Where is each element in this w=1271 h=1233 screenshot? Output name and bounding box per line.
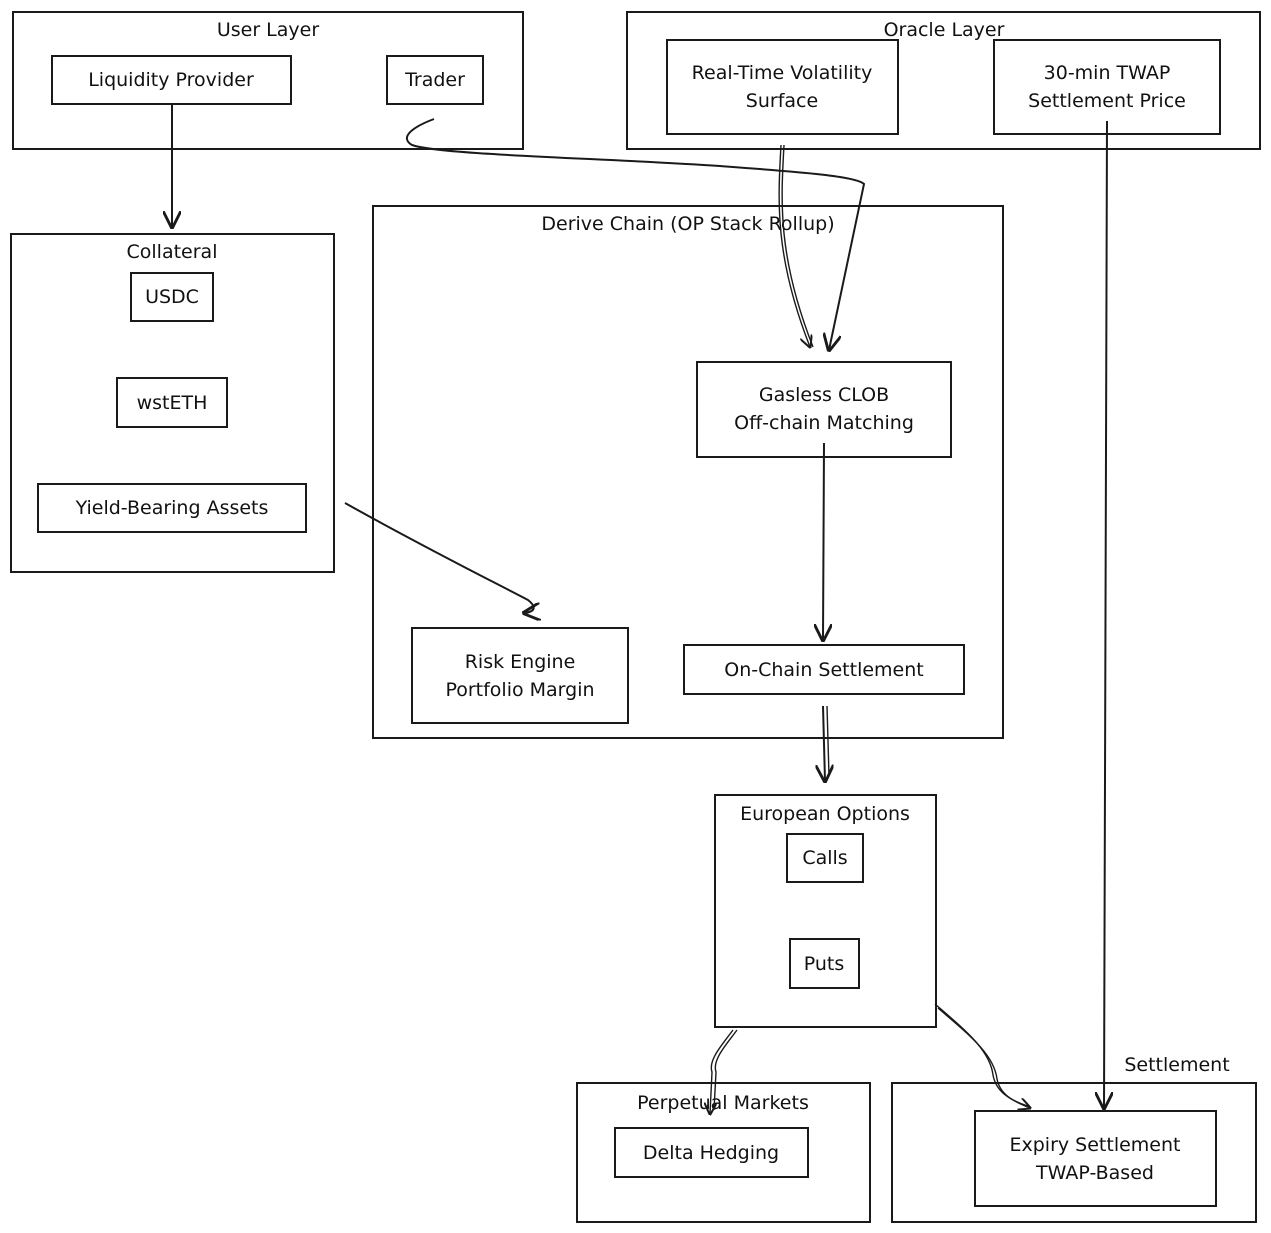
expiry-settlement-box bbox=[974, 1110, 1217, 1207]
edge-onchain-settlement-to-options-second-stroke bbox=[826, 705, 830, 777]
group-user-layer: User Layer bbox=[12, 11, 524, 150]
edge-trader-to-clob bbox=[406, 118, 866, 350]
liquidity-provider-label: Liquidity Provider bbox=[88, 69, 254, 91]
calls-box bbox=[786, 833, 864, 883]
node-yield-bearing-assets: Yield-Bearing Assets bbox=[37, 483, 307, 533]
twap-price-line2: Settlement Price bbox=[1028, 90, 1186, 112]
group-european-options: European Options bbox=[714, 794, 937, 1028]
onchain-settlement-box bbox=[683, 644, 965, 695]
edge-options-to-perpetual bbox=[710, 1029, 734, 1114]
oracle-layer-title: Oracle Layer bbox=[884, 19, 1005, 41]
calls-label: Calls bbox=[802, 847, 847, 869]
oracle-layer-frame bbox=[626, 11, 1261, 150]
node-liquidity-provider: Liquidity Provider bbox=[51, 55, 292, 105]
edge-onchain-settlement-to-options bbox=[823, 705, 825, 781]
node-volatility-surface: Real-Time Volatility Surface bbox=[666, 39, 899, 135]
user-layer-frame bbox=[12, 11, 524, 150]
collateral-frame bbox=[10, 233, 335, 573]
perpetual-markets-frame bbox=[576, 1082, 871, 1223]
node-twap-price: 30-min TWAP Settlement Price bbox=[993, 39, 1221, 135]
wsteth-label: wstETH bbox=[137, 392, 208, 414]
node-gasless-clob: Gasless CLOB Off-chain Matching bbox=[696, 361, 952, 458]
gasless-clob-line2: Off-chain Matching bbox=[734, 412, 914, 434]
node-wsteth: wstETH bbox=[116, 377, 228, 428]
settlement-frame bbox=[891, 1082, 1257, 1223]
collateral-title: Collateral bbox=[127, 241, 218, 263]
derive-chain-title: Derive Chain (OP Stack Rollup) bbox=[541, 213, 834, 235]
expiry-settlement-line1: Expiry Settlement bbox=[1010, 1134, 1181, 1156]
liquidity-provider-box bbox=[51, 55, 292, 105]
group-derive-chain: Derive Chain (OP Stack Rollup) bbox=[372, 205, 1004, 739]
risk-engine-box bbox=[411, 627, 629, 724]
gasless-clob-box bbox=[696, 361, 952, 458]
puts-box bbox=[789, 938, 860, 989]
edge-volatility-to-clob bbox=[778, 144, 810, 347]
edge-twap-to-expiry bbox=[1104, 120, 1107, 1108]
edge-options-to-settlement-second-stroke bbox=[937, 1007, 1029, 1107]
node-expiry-settlement: Expiry Settlement TWAP-Based bbox=[974, 1110, 1217, 1207]
node-calls: Calls bbox=[786, 833, 864, 883]
twap-price-box bbox=[993, 39, 1221, 135]
node-trader: Trader bbox=[386, 55, 484, 105]
group-collateral: Collateral bbox=[10, 233, 335, 573]
puts-label: Puts bbox=[804, 953, 845, 975]
group-perpetual-markets: Perpetual Markets bbox=[576, 1082, 871, 1223]
yield-bearing-assets-label: Yield-Bearing Assets bbox=[75, 497, 269, 519]
edge-options-to-perpetual-second-stroke bbox=[713, 1029, 738, 1111]
perpetual-markets-title: Perpetual Markets bbox=[637, 1092, 809, 1114]
group-settlement: Settlement bbox=[891, 1054, 1257, 1223]
volatility-surface-line2: Surface bbox=[746, 90, 818, 112]
derive-chain-frame bbox=[372, 205, 1004, 739]
node-usdc: USDC bbox=[130, 272, 214, 322]
edge-clob-to-onchain-settlement bbox=[823, 442, 824, 640]
edge-options-to-settlement bbox=[934, 1003, 1030, 1108]
expiry-settlement-line2: TWAP-Based bbox=[1035, 1162, 1154, 1184]
usdc-box bbox=[130, 272, 214, 322]
risk-engine-line1: Risk Engine bbox=[465, 651, 576, 673]
volatility-surface-box bbox=[666, 39, 899, 135]
edge-collateral-to-risk-engine bbox=[344, 502, 534, 613]
edge-volatility-to-clob-second-stroke bbox=[781, 144, 814, 348]
risk-engine-line2: Portfolio Margin bbox=[445, 679, 594, 701]
volatility-surface-line1: Real-Time Volatility bbox=[692, 62, 873, 84]
onchain-settlement-label: On-Chain Settlement bbox=[724, 659, 923, 681]
settlement-title: Settlement bbox=[1124, 1054, 1229, 1076]
group-oracle-layer: Oracle Layer bbox=[626, 11, 1261, 150]
usdc-label: USDC bbox=[145, 286, 199, 308]
trader-box bbox=[386, 55, 484, 105]
european-options-frame bbox=[714, 794, 937, 1028]
twap-price-line1: 30-min TWAP bbox=[1044, 62, 1171, 84]
user-layer-title: User Layer bbox=[217, 19, 320, 41]
edges bbox=[172, 105, 1107, 1114]
node-puts: Puts bbox=[789, 938, 860, 989]
node-onchain-settlement: On-Chain Settlement bbox=[683, 644, 965, 695]
trader-label: Trader bbox=[404, 69, 465, 91]
delta-hedging-box bbox=[614, 1127, 809, 1178]
node-delta-hedging: Delta Hedging bbox=[614, 1127, 809, 1178]
node-risk-engine: Risk Engine Portfolio Margin bbox=[411, 627, 629, 724]
gasless-clob-line1: Gasless CLOB bbox=[759, 384, 889, 406]
wsteth-box bbox=[116, 377, 228, 428]
yield-bearing-assets-box bbox=[37, 483, 307, 533]
european-options-title: European Options bbox=[740, 803, 910, 825]
delta-hedging-label: Delta Hedging bbox=[643, 1142, 779, 1164]
